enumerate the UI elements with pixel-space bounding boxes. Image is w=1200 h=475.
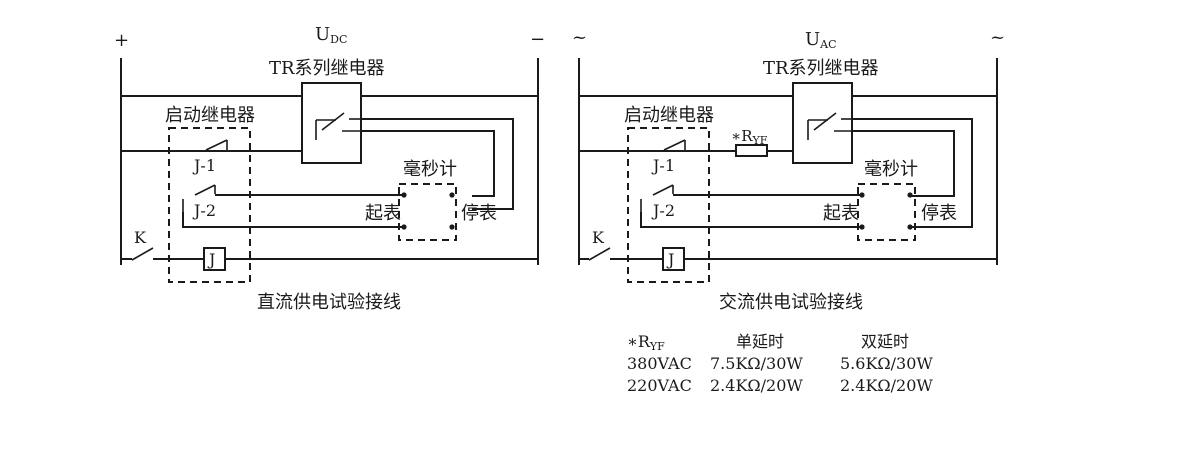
ac-timer-box [857, 183, 916, 241]
dc-contact-j1-label: J-1 [192, 156, 216, 175]
resistor-table: ∗RYF 单延时 双延时 380VAC 7.5KΩ/30W 5.6KΩ/30W … [627, 332, 933, 395]
dc-voltage-label: UDC [315, 24, 347, 46]
ac-tilde-right: ~ [990, 27, 1005, 48]
table-row-double: 2.4KΩ/20W [840, 376, 933, 395]
dc-start-relay-box [168, 127, 251, 283]
ac-wiring-diagram: ~ ~ UAC TR系列继电器 ∗RYF 启动继电器 J-1 [572, 27, 1005, 313]
table-header-double-delay: 双延时 [861, 332, 909, 351]
ac-start-meter-label: 起表 [823, 203, 859, 224]
ac-tr-relay-label: TR系列继电器 [763, 58, 879, 79]
ac-caption: 交流供电试验接线 [719, 292, 863, 313]
table-row-voltage: 220VAC [627, 376, 692, 395]
ac-tr-relay-contact-icon [807, 112, 853, 140]
dc-switch-k-label: K [134, 228, 147, 247]
dc-minus-sign: − [530, 29, 545, 50]
dc-switch-k-icon [131, 247, 154, 261]
ac-contact-j1-icon [663, 139, 686, 151]
dc-timer-box [398, 183, 457, 241]
dc-tr-relay-label: TR系列继电器 [269, 58, 385, 79]
dc-coil-j-label: J [207, 250, 215, 269]
table-header-single-delay: 单延时 [736, 332, 784, 351]
table-row-double: 5.6KΩ/30W [840, 354, 933, 373]
ac-switch-k-icon [588, 247, 611, 261]
dc-tr-relay-box [301, 82, 362, 164]
ac-start-relay-label: 启动继电器 [624, 105, 714, 126]
ac-timer-label: 毫秒计 [864, 159, 918, 180]
ac-resistor-ryf-label: ∗RYF [731, 127, 768, 147]
ac-contact-j2-icon [640, 184, 674, 212]
dc-start-meter-label: 起表 [365, 203, 401, 224]
dc-wiring-diagram: + − UDC TR系列继电器 启动继电器 J-1 [114, 24, 545, 313]
table-row-single: 7.5KΩ/30W [710, 354, 803, 373]
dc-contact-j2-label: J-2 [192, 201, 216, 220]
ac-voltage-label: UAC [805, 29, 837, 51]
ac-coil-j-label: J [666, 250, 674, 269]
ac-contact-j2-label: J-2 [651, 201, 675, 220]
ac-tr-relay-box [792, 82, 853, 164]
dc-plus-sign: + [114, 30, 129, 51]
dc-contact-j2-icon [182, 184, 216, 212]
table-header-ryf: ∗RYF [627, 332, 665, 353]
table-row-single: 2.4KΩ/20W [710, 376, 803, 395]
ac-stop-meter-label: 停表 [921, 203, 957, 224]
table-row-voltage: 380VAC [627, 354, 692, 373]
ac-start-relay-box [627, 127, 710, 283]
dc-stop-meter-label: 停表 [461, 203, 497, 224]
dc-start-relay-label: 启动继电器 [165, 105, 255, 126]
dc-timer-label: 毫秒计 [403, 159, 457, 180]
dc-caption: 直流供电试验接线 [257, 292, 401, 313]
dc-contact-j1-icon [205, 139, 228, 151]
ac-contact-j1-label: J-1 [651, 156, 675, 175]
ac-switch-k-label: K [592, 228, 605, 247]
dc-tr-relay-contact-icon [315, 112, 362, 140]
ac-tilde-left: ~ [572, 27, 587, 48]
